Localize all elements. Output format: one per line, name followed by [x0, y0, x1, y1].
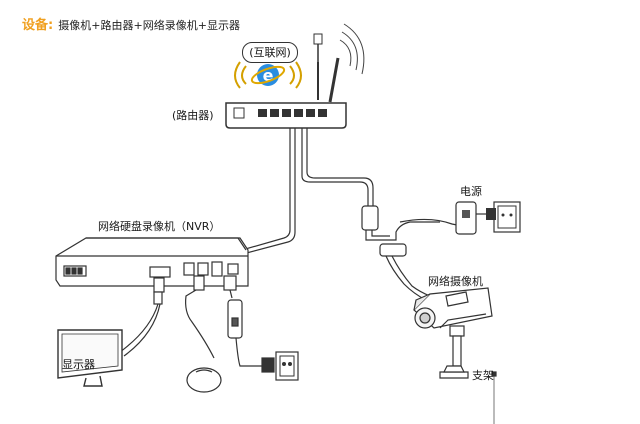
title-prefix: 设备: [22, 18, 54, 33]
power-label: 电源 [460, 185, 482, 198]
monitor [57, 329, 123, 387]
power-outlet-camera [455, 201, 521, 235]
nvr-label: 网络硬盘录像机（NVR） [98, 220, 221, 233]
nvr-power-adapter [223, 275, 299, 381]
bracket-label: 支架 [472, 369, 494, 382]
nvr-recorder [55, 237, 249, 287]
internet-label: (互联网) [242, 42, 298, 63]
title-devices: 摄像机+路由器+网络录像机+显示器 [58, 19, 240, 32]
router [225, 23, 365, 129]
camera-bracket [439, 325, 497, 424]
camera-connector [361, 205, 463, 301]
internet-explorer-icon: e [234, 61, 302, 89]
svg-text:e: e [263, 66, 274, 85]
ip-camera [413, 287, 493, 329]
vga-cable [119, 277, 165, 357]
page-title: 设备: 摄像机+路由器+网络录像机+显示器 [22, 16, 240, 32]
mouse [185, 275, 222, 393]
router-label: (路由器) [172, 109, 214, 122]
camera-label: 网络摄像机 [428, 275, 483, 288]
monitor-label: 显示器 [62, 358, 95, 371]
